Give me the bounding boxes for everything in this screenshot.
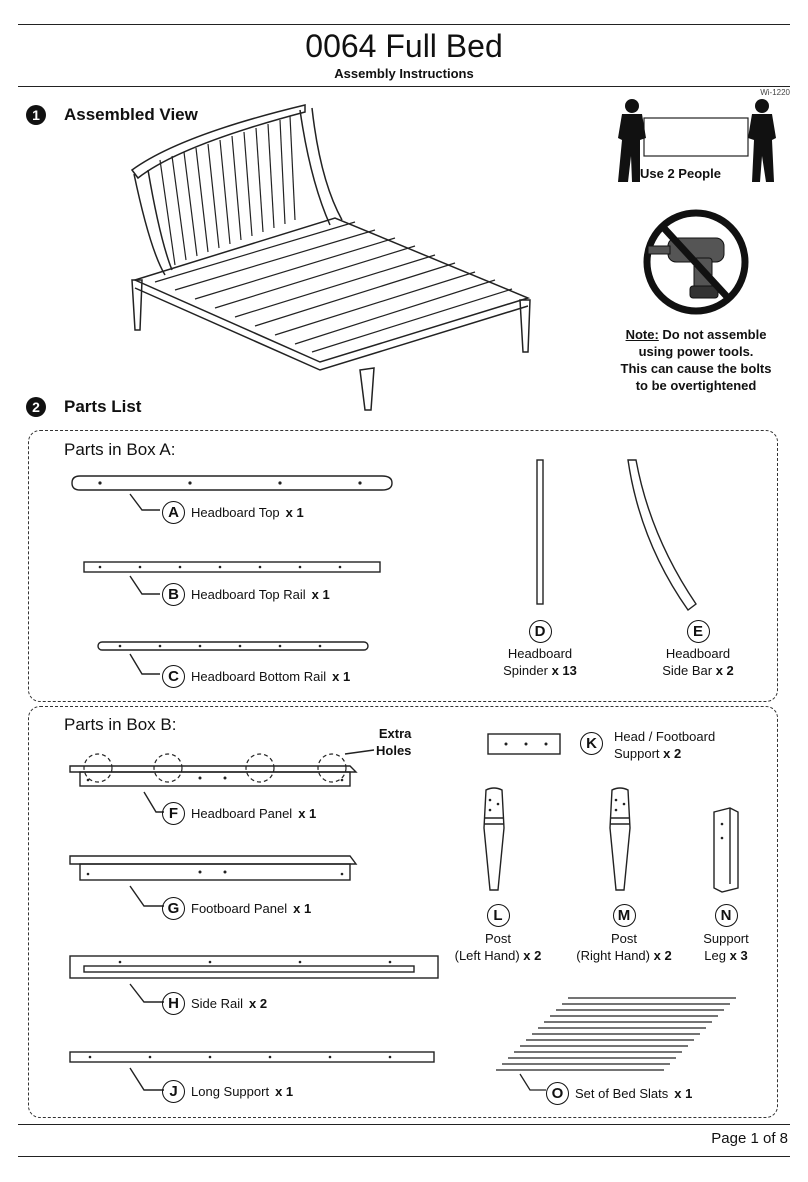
part-b-callout: B Headboard Top Rail x 1 xyxy=(162,583,330,606)
page-subtitle: Assembly Instructions xyxy=(334,66,474,81)
spindle-illustration xyxy=(536,459,544,605)
extra-holes-line2: Holes xyxy=(376,743,412,758)
part-l-line2: (Left Hand) xyxy=(454,948,520,963)
part-e-callout: E Headboard Side Bar x 2 xyxy=(646,620,750,679)
part-n-letter: N xyxy=(714,904,738,927)
no-power-tools-icon xyxy=(643,209,749,315)
part-a-letter: A xyxy=(162,501,185,524)
page-number: Page 1 of 8 xyxy=(711,1130,788,1147)
part-h-letter: H xyxy=(162,992,185,1015)
part-b-name: Headboard Top Rail xyxy=(191,587,306,602)
use-two-people-label: Use 2 People xyxy=(640,166,721,181)
part-o-letter: O xyxy=(546,1082,569,1105)
part-e-line1: Headboard xyxy=(665,646,731,661)
step-1-number: 1 xyxy=(26,105,46,125)
part-f-name: Headboard Panel xyxy=(191,806,293,821)
part-b-qty: x 1 xyxy=(311,587,330,602)
part-g-callout: G Footboard Panel x 1 xyxy=(162,897,311,920)
step-2-number: 2 xyxy=(26,397,46,417)
part-e-qty: x 2 xyxy=(715,663,734,678)
part-c-callout: C Headboard Bottom Rail x 1 xyxy=(162,665,350,688)
part-g-qty: x 1 xyxy=(293,901,312,916)
extra-holes-line1: Extra xyxy=(378,726,412,741)
part-j-letter: J xyxy=(162,1080,185,1103)
part-f-callout: F Headboard Panel x 1 xyxy=(162,802,316,825)
part-e-line2: Side Bar xyxy=(662,663,713,678)
box-b-label: Parts in Box B: xyxy=(64,715,177,734)
part-k-callout: Head / Footboard Support x 2 xyxy=(614,728,715,762)
part-a-callout: A Headboard Top x 1 xyxy=(162,501,304,524)
part-f-letter: F xyxy=(162,802,185,825)
power-tools-note: Note: Do not assemble using power tools.… xyxy=(606,326,786,394)
part-l-line1: Post xyxy=(484,931,511,946)
part-k-letter-wrap: K xyxy=(580,732,603,755)
part-e-letter: E xyxy=(686,620,710,643)
part-d-letter: D xyxy=(528,620,552,643)
doc-id: Wi-1220 xyxy=(760,88,790,97)
part-n-qty: x 3 xyxy=(729,948,748,963)
note-line2: using power tools. xyxy=(638,344,754,359)
part-h-name: Side Rail xyxy=(191,996,244,1011)
part-b-letter: B xyxy=(162,583,185,606)
part-n-line2: Leg xyxy=(704,948,726,963)
part-d-line2: Spinder xyxy=(503,663,548,678)
extra-holes-label: Extra Holes xyxy=(376,725,411,759)
note-line3: This can cause the bolts xyxy=(620,361,772,376)
assembled-bed-illustration xyxy=(130,104,531,411)
part-l-qty: x 2 xyxy=(523,948,542,963)
box-b-panels-illustration xyxy=(69,749,439,1091)
part-n-line1: Support xyxy=(703,931,749,946)
part-l-letter: L xyxy=(486,904,510,927)
part-m-line1: Post xyxy=(610,931,637,946)
part-a-qty: x 1 xyxy=(285,505,304,520)
two-people-icon xyxy=(618,99,776,182)
part-c-letter: C xyxy=(162,665,185,688)
footer-top-rule xyxy=(18,1124,790,1125)
part-k-qty: x 2 xyxy=(663,746,682,761)
posts-illustration xyxy=(483,787,739,893)
part-c-name: Headboard Bottom Rail xyxy=(191,669,327,684)
part-o-qty: x 1 xyxy=(674,1086,693,1101)
box-a-label: Parts in Box A: xyxy=(64,440,176,459)
part-j-callout: J Long Support x 1 xyxy=(162,1080,293,1103)
part-g-name: Footboard Panel xyxy=(191,901,288,916)
part-j-qty: x 1 xyxy=(275,1084,294,1099)
part-d-line1: Headboard xyxy=(507,646,573,661)
part-m-letter: M xyxy=(612,904,636,927)
footer-bottom-rule xyxy=(18,1156,790,1157)
part-c-qty: x 1 xyxy=(332,669,351,684)
bed-slats-illustration xyxy=(496,997,736,1091)
part-h-qty: x 2 xyxy=(249,996,268,1011)
box-a-rails-illustration xyxy=(71,475,393,675)
part-d-qty: x 13 xyxy=(551,663,577,678)
part-h-callout: H Side Rail x 2 xyxy=(162,992,267,1015)
page-title: 0064 Full Bed xyxy=(305,28,503,64)
part-m-callout: M Post (Right Hand) x 2 xyxy=(568,904,680,964)
part-g-letter: G xyxy=(162,897,185,920)
part-d-callout: D Headboard Spinder x 13 xyxy=(490,620,590,679)
note-line4: to be overtightened xyxy=(635,378,757,393)
part-k-letter: K xyxy=(580,732,603,755)
part-k-line1: Head / Footboard xyxy=(614,729,716,744)
step-1-title: Assembled View xyxy=(64,105,198,124)
parts-box-b xyxy=(28,706,778,1118)
part-m-line2: (Right Hand) xyxy=(576,948,650,963)
part-a-name: Headboard Top xyxy=(191,505,280,520)
part-o-callout: O Set of Bed Slats x 1 xyxy=(546,1082,692,1105)
note-line1: Do not assemble xyxy=(658,327,767,342)
part-j-name: Long Support xyxy=(191,1084,270,1099)
step-2-title: Parts List xyxy=(64,397,142,416)
support-bracket-illustration xyxy=(487,733,561,755)
header-rule xyxy=(18,86,790,87)
part-f-qty: x 1 xyxy=(298,806,317,821)
part-o-name: Set of Bed Slats xyxy=(575,1086,669,1101)
top-rule xyxy=(18,24,790,25)
side-bar-illustration xyxy=(627,459,697,611)
part-l-callout: L Post (Left Hand) x 2 xyxy=(446,904,550,964)
part-k-line2: Support xyxy=(614,746,660,761)
note-label: Note: xyxy=(625,327,659,342)
part-m-qty: x 2 xyxy=(653,948,672,963)
part-n-callout: N Support Leg x 3 xyxy=(690,904,762,964)
parts-box-a xyxy=(28,430,778,702)
